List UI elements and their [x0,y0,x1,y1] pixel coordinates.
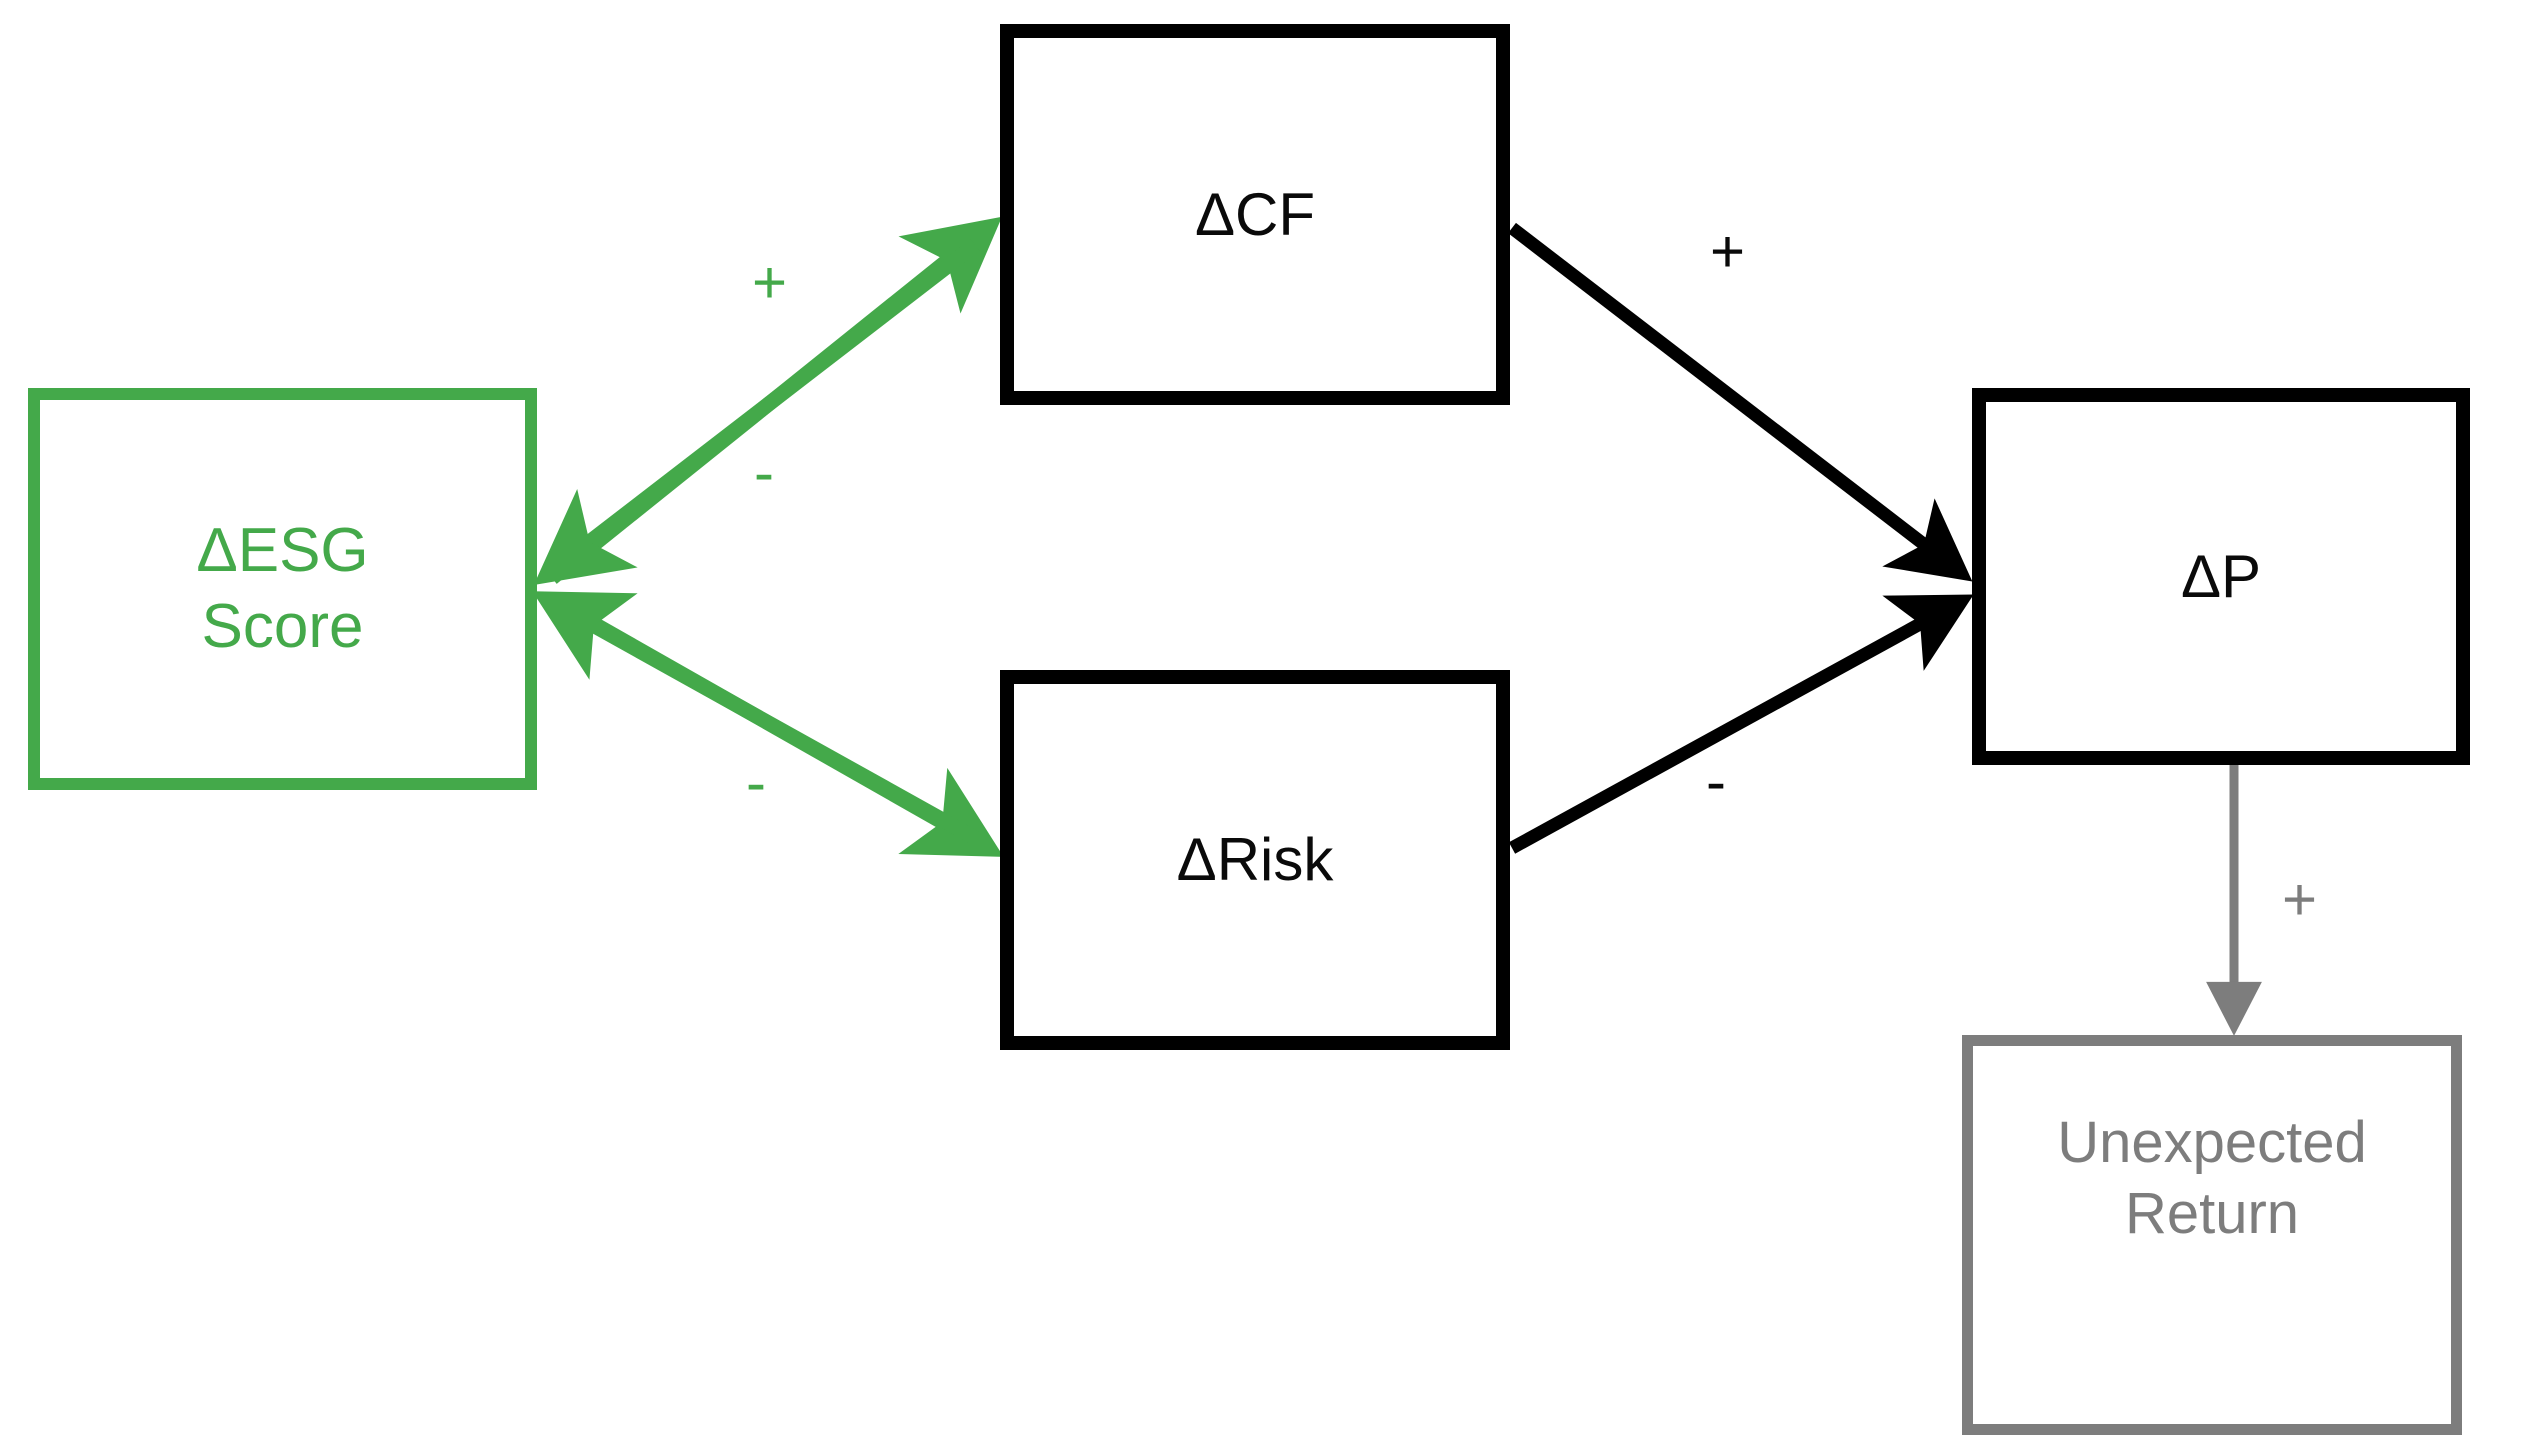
edge-sign-cf-to-esg-minus: - [754,439,774,506]
node-unexpected-return[interactable]: Unexpected Return [1962,1035,2462,1435]
edge-sign-cf-to-p-plus: + [1710,218,1746,285]
edge-risk-to-p [1508,594,1974,854]
node-unexpected-return-label: Unexpected Return [2057,1110,2367,1246]
node-delta-p[interactable]: ΔP [1972,388,2470,765]
node-delta-cf-label: ΔCF [1194,180,1316,248]
edge-esg-to-risk [548,593,1004,857]
node-delta-risk[interactable]: ΔRisk [1000,670,1510,1050]
edge-sign-esg-to-cf-plus: + [752,249,788,316]
edge-sign-p-to-unexpected-return-plus: + [2282,866,2318,933]
node-delta-risk-label: ΔRisk [1176,826,1334,894]
edge-sign-risk-to-p-minus: - [1706,748,1726,815]
node-delta-cf[interactable]: ΔCF [1000,24,1510,405]
node-delta-esg-score-label: ΔESG Score [196,516,369,661]
node-delta-esg-score[interactable]: ΔESG Score [28,388,537,790]
edge-sign-esg-to-risk-minus: - [746,749,766,816]
node-delta-p-label: ΔP [2180,542,2262,610]
